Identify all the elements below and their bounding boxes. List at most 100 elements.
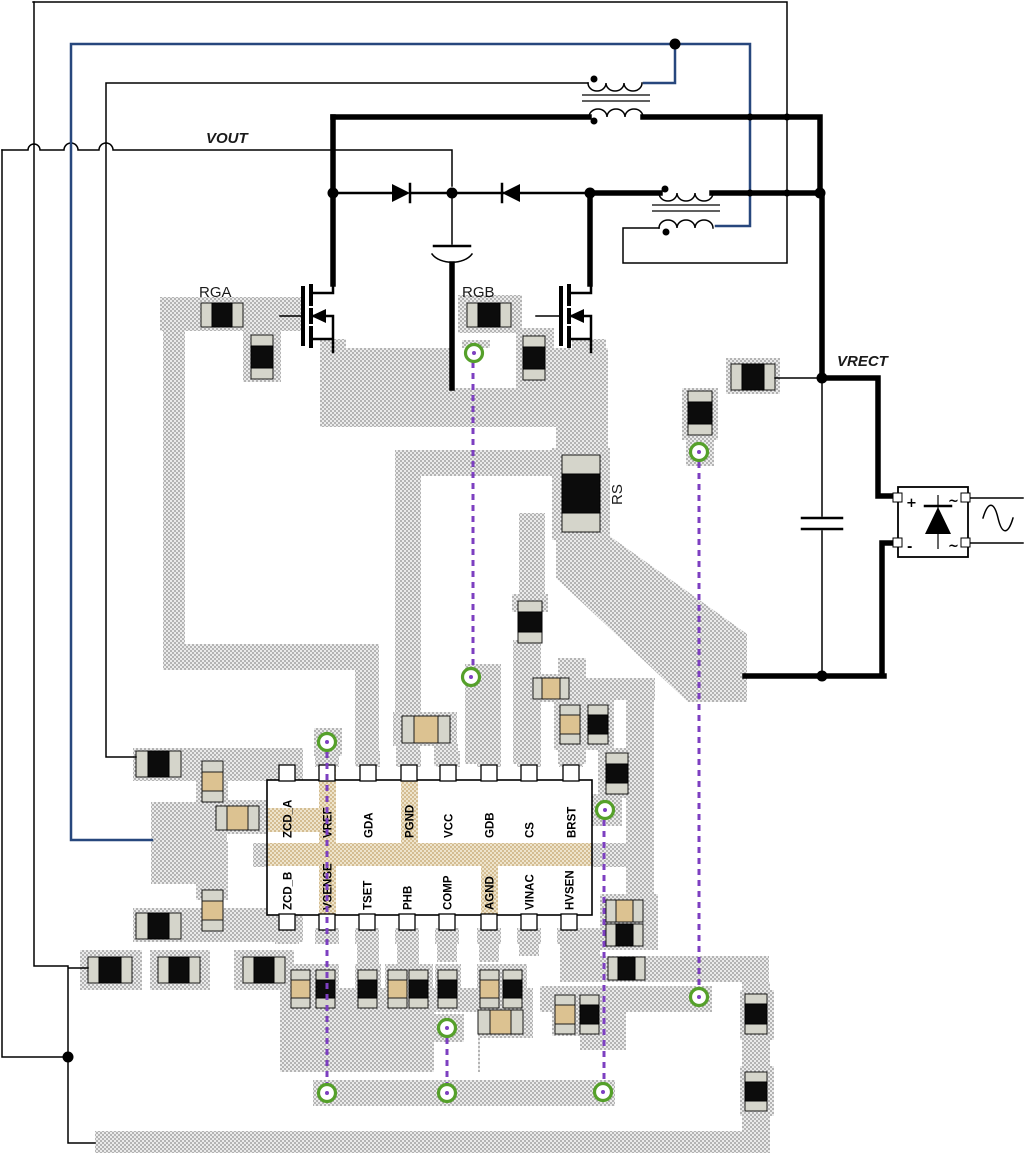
bridge-plus-wire [819,375,895,499]
net-label-vout: VOUT [206,130,250,147]
pin-pad [517,928,541,944]
ic-pin-bottom [520,913,538,931]
test-point-center [601,1090,605,1094]
smd-resistor [522,335,546,381]
test-point-center [325,1091,329,1095]
smd-components [87,302,776,1112]
pin-pad [517,751,541,767]
pin-pad [435,928,459,944]
junction-dot [816,372,828,384]
pin-pad [275,751,299,767]
junction-dot [746,189,754,197]
smd-capacitor [215,805,260,831]
pin-pad [355,928,379,944]
pin-pad [477,751,501,767]
junction-dot [814,187,826,199]
winding-dot [590,75,598,83]
test-point-center [697,450,701,454]
probe-lines [325,362,701,1084]
ac-input-wire [967,497,1024,544]
bridge-minus-label: - [907,540,912,555]
smd-resistor [744,993,768,1035]
bridge-ac-label: ~ [948,539,959,554]
pin-pad [275,928,299,944]
pin-pad [436,751,460,767]
outer-loop-wire [33,1,96,1144]
junction-dot [584,187,596,199]
shunt-resistor-rs [561,454,601,533]
zcd-blue-wire [69,42,752,842]
smd-resistor [200,302,244,328]
transformer-2 [652,185,720,236]
ic-pin-top [520,764,538,782]
diode-a [392,182,412,204]
ic-pin-label-bottom: COMP [443,875,455,910]
smd-resistor [250,334,274,380]
vrect-capacitor [800,516,844,531]
pin-pad [397,751,421,767]
ic-pin-label-top: GDB [485,812,497,838]
bridge-minus-wire [879,540,895,676]
smd-resistor [357,969,378,1009]
junction-dot [446,187,458,199]
ic-pin-bottom [358,913,376,931]
t1-primary-wire [105,82,589,758]
ic-pin-label-top: BRST [567,807,579,838]
ic-pin-label-bottom: HVSEN [565,870,577,910]
part-label-rga: RGA [199,284,232,301]
smd-resistor [744,1071,768,1112]
smd-resistor [517,600,543,644]
test-point-center [697,995,701,999]
test-point-center [469,675,473,679]
ic-pin-label-bottom: PHB [403,886,415,910]
ic-pin-label-bottom: ZCD_B [283,872,295,910]
smd-resistor [730,363,776,391]
bridge-rectifier: + - ~ ~ [892,486,971,558]
ic-pin-bottom [560,913,578,931]
smd-capacitor [605,899,644,923]
ic-pin-top [359,764,377,782]
smd-resistor [408,969,429,1009]
smd-resistor [607,956,646,981]
vout-capacitor [430,244,474,263]
smd-resistor [466,302,512,328]
smd-resistor [135,750,182,778]
smd-capacitor [401,715,451,744]
pour-notch [452,348,516,388]
ic-pin-label-top: PGND [405,805,417,838]
smd-capacitor [290,969,311,1009]
pin-pad [315,928,339,944]
bridge-ac-label: ~ [948,494,959,509]
ic-pin-label-bottom: VINAC [525,874,537,910]
ic-pin-bottom [480,913,498,931]
diode-b [500,182,520,204]
junction-dot [669,38,681,50]
net-label-vrect: VRECT [837,353,890,370]
vout-sense-wire [1,142,453,187]
ic-pin-label-top: GDA [364,812,376,838]
smd-resistor [135,912,182,940]
winding-dot [662,228,670,236]
junction-dot [327,187,339,199]
ic-pin-label-top: ZCD_A [283,800,295,838]
ic-outline [266,779,593,916]
ic-pin-label-bottom: TSET [363,881,375,910]
test-point-center [325,740,329,744]
mosfet-a [301,280,335,354]
test-point-center [445,1091,449,1095]
smd-capacitor [554,994,576,1035]
junction-dot [746,113,754,121]
junction-dot [783,113,791,121]
ic-pin-top [562,764,580,782]
test-point-center [603,808,607,812]
pin-pad [559,751,583,767]
test-point-center [472,351,476,355]
pin-pad [395,928,419,944]
ic-pin-top [480,764,498,782]
ic-pin-top [400,764,418,782]
smd-resistor [242,956,286,984]
